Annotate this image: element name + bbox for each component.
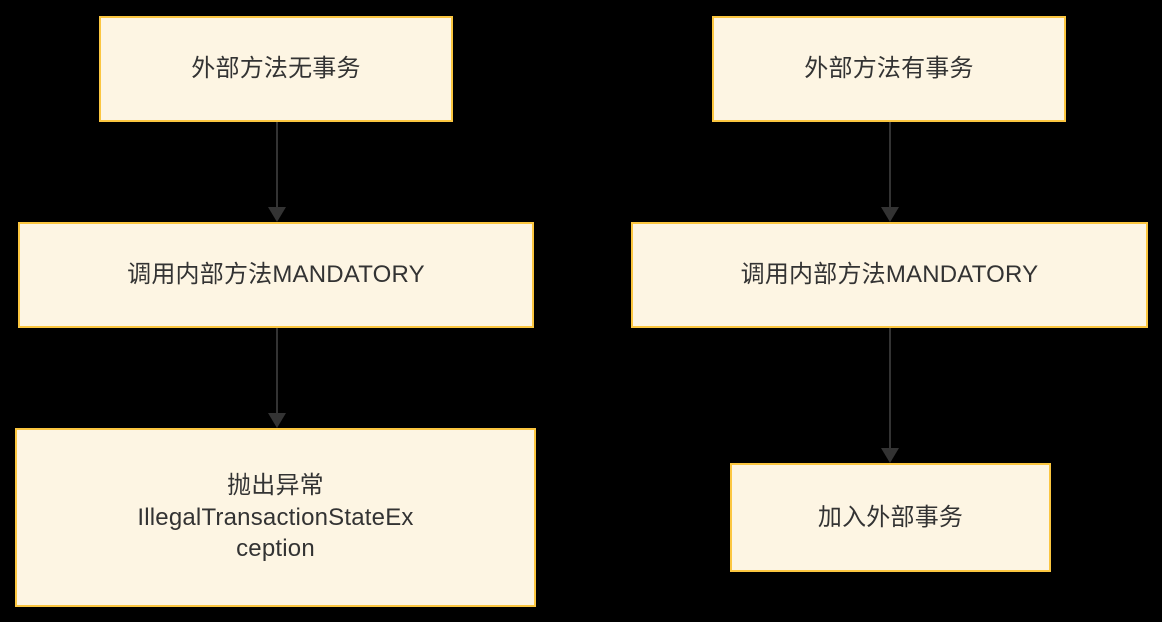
edge-mandatory-to-join-tx xyxy=(881,328,899,463)
node-label: 调用内部方法MANDATORY xyxy=(127,261,425,289)
arrowhead-icon xyxy=(268,413,286,428)
node-outer-method-has-transaction[interactable]: 外部方法有事务 xyxy=(712,16,1066,122)
node-label: 加入外部事务 xyxy=(817,503,964,531)
node-call-inner-method-mandatory-left[interactable]: 调用内部方法MANDATORY xyxy=(18,222,534,328)
node-label: 外部方法无事务 xyxy=(191,55,361,83)
arrowhead-icon xyxy=(881,448,899,463)
node-join-outer-transaction[interactable]: 加入外部事务 xyxy=(730,463,1051,572)
arrowhead-icon xyxy=(268,207,286,222)
node-throw-illegal-transaction-state-exception[interactable]: 抛出异常 IllegalTransactionStateEx ception xyxy=(15,428,536,607)
edge-outer-has-tx-to-mandatory xyxy=(881,122,899,222)
edge-mandatory-to-exception xyxy=(268,328,286,428)
node-label: 调用内部方法MANDATORY xyxy=(740,261,1039,289)
arrowhead-icon xyxy=(881,207,899,222)
node-outer-method-no-transaction[interactable]: 外部方法无事务 xyxy=(99,16,453,122)
node-label: 外部方法有事务 xyxy=(804,55,974,83)
node-label: 抛出异常 IllegalTransactionStateEx ception xyxy=(137,471,414,563)
node-call-inner-method-mandatory-right[interactable]: 调用内部方法MANDATORY xyxy=(631,222,1148,328)
edge-outer-no-tx-to-mandatory xyxy=(268,122,286,222)
